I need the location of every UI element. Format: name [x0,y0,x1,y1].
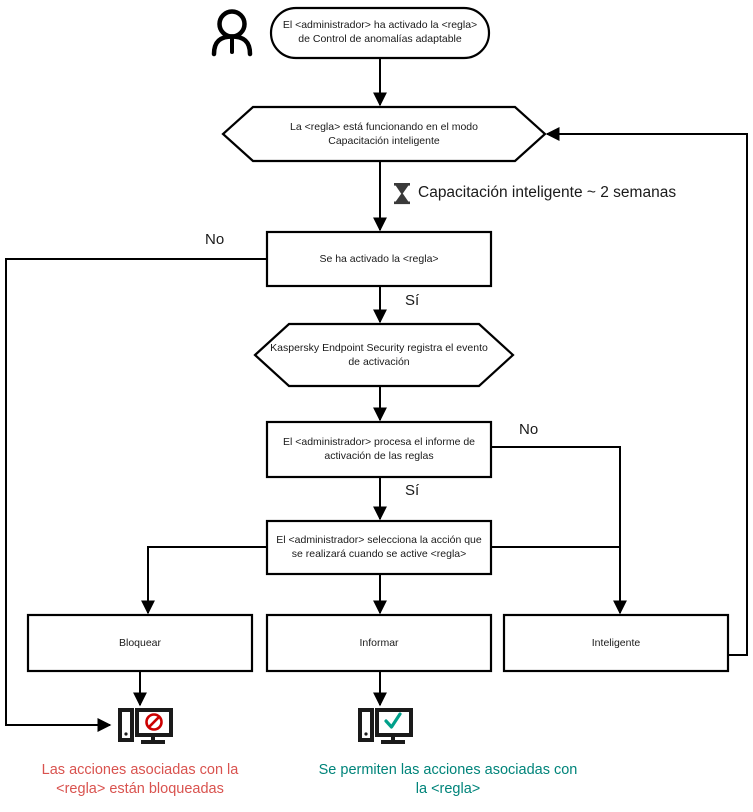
node-kes-logs-event-shape [253,322,515,388]
node-training-mode-shape [221,105,547,163]
edge-label-no-report-processed: No [519,421,539,438]
edge-no-rule-triggered-loop [5,258,267,732]
computer-blocked-icon [118,708,173,744]
hourglass-icon [394,183,410,205]
node-start-shape [269,6,491,60]
edge-select-to-block [141,546,267,615]
node-admin-processes-report-shape [265,420,493,479]
note-training-duration: Capacitación inteligente ~ 2 semanas [418,184,677,201]
edge-label-si-report-processed: Sí [405,482,420,499]
edge-smart-feedback-loop [545,127,748,656]
edge-no-report-to-smart [491,446,627,615]
node-admin-selects-action-shape [265,519,493,576]
computer-allowed-icon [358,708,413,744]
caption-blocked-outcome: Las acciones asociadas con la <regla> es… [41,762,239,797]
node-action-block-shape [26,613,254,673]
node-rule-triggered-shape [265,230,493,288]
node-action-smart-shape [502,613,730,673]
person-icon [211,9,253,57]
edge-label-si-rule-triggered: Sí [405,292,420,309]
edge-label-no-rule-triggered: No [205,231,225,248]
caption-allowed-outcome: Se permiten las acciones asociadas con l… [318,762,578,797]
node-action-inform-shape [265,613,493,673]
